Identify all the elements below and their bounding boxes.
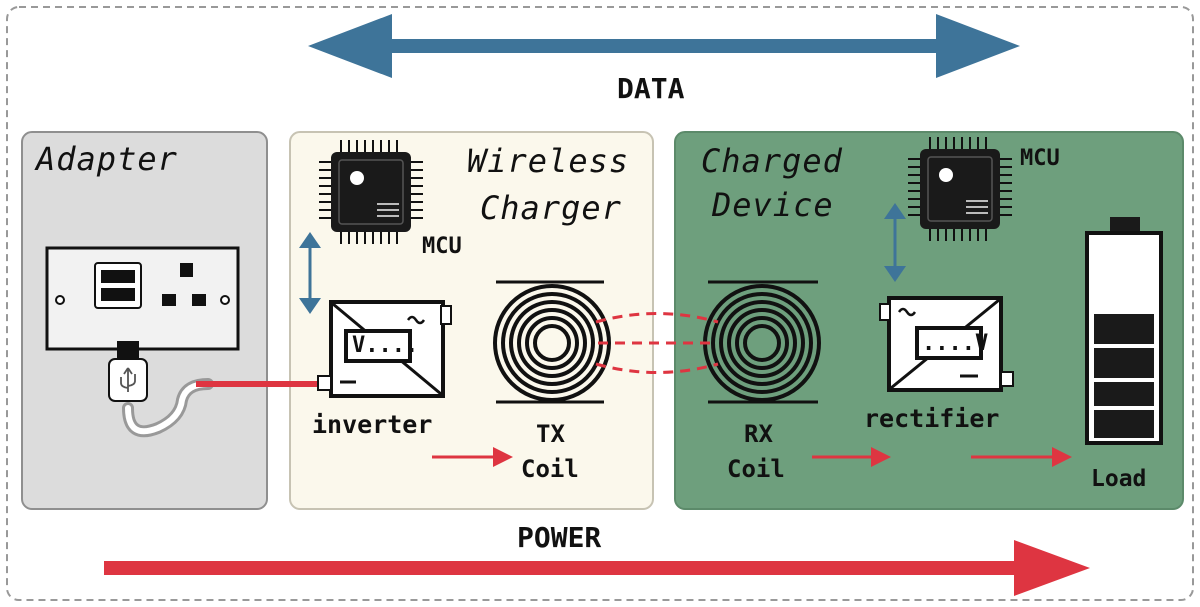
rectifier-icon (879, 296, 1014, 392)
data-arrow (308, 14, 1020, 78)
rx-coil-label-line1: RX (744, 420, 773, 448)
power-arrow (104, 540, 1090, 596)
control-arrow (884, 203, 906, 282)
load-label: Load (1091, 466, 1147, 492)
device-mcu-label: MCU (1020, 146, 1060, 171)
data-label: DATA (617, 72, 685, 105)
adapter-title: Adapter (36, 140, 178, 178)
rectifier-label: rectifier (864, 404, 1000, 433)
outer-frame (6, 6, 1194, 601)
device-title-line1: Charged (701, 142, 843, 180)
inverter-display-text: V.... (352, 333, 419, 358)
battery-icon (1085, 217, 1163, 445)
socket-icon (45, 246, 240, 351)
charger-mcu-label: MCU (422, 234, 462, 259)
chip-icon (907, 136, 1013, 242)
device-title-line2: Device (712, 186, 834, 224)
tx-coil-label-line2: Coil (521, 455, 579, 483)
chip-icon (318, 139, 424, 245)
magnetic-field (595, 312, 719, 374)
rectifier-display-text: ....V (922, 331, 989, 356)
coil-icon (493, 280, 611, 404)
control-arrow (299, 232, 321, 314)
rx-coil-label-line2: Coil (727, 455, 785, 483)
usb-plug-icon (108, 341, 214, 438)
coil-icon (703, 280, 821, 404)
power-step-arrow (432, 447, 513, 467)
charger-title-line2: Charger (480, 189, 622, 227)
power-step-arrow (971, 447, 1072, 467)
inverter-icon (317, 300, 452, 398)
power-label: POWER (517, 521, 602, 554)
power-step-arrow (812, 447, 891, 467)
inverter-label: inverter (312, 410, 433, 439)
charger-title-line1: Wireless (467, 142, 630, 180)
tx-coil-label-line1: TX (536, 420, 565, 448)
